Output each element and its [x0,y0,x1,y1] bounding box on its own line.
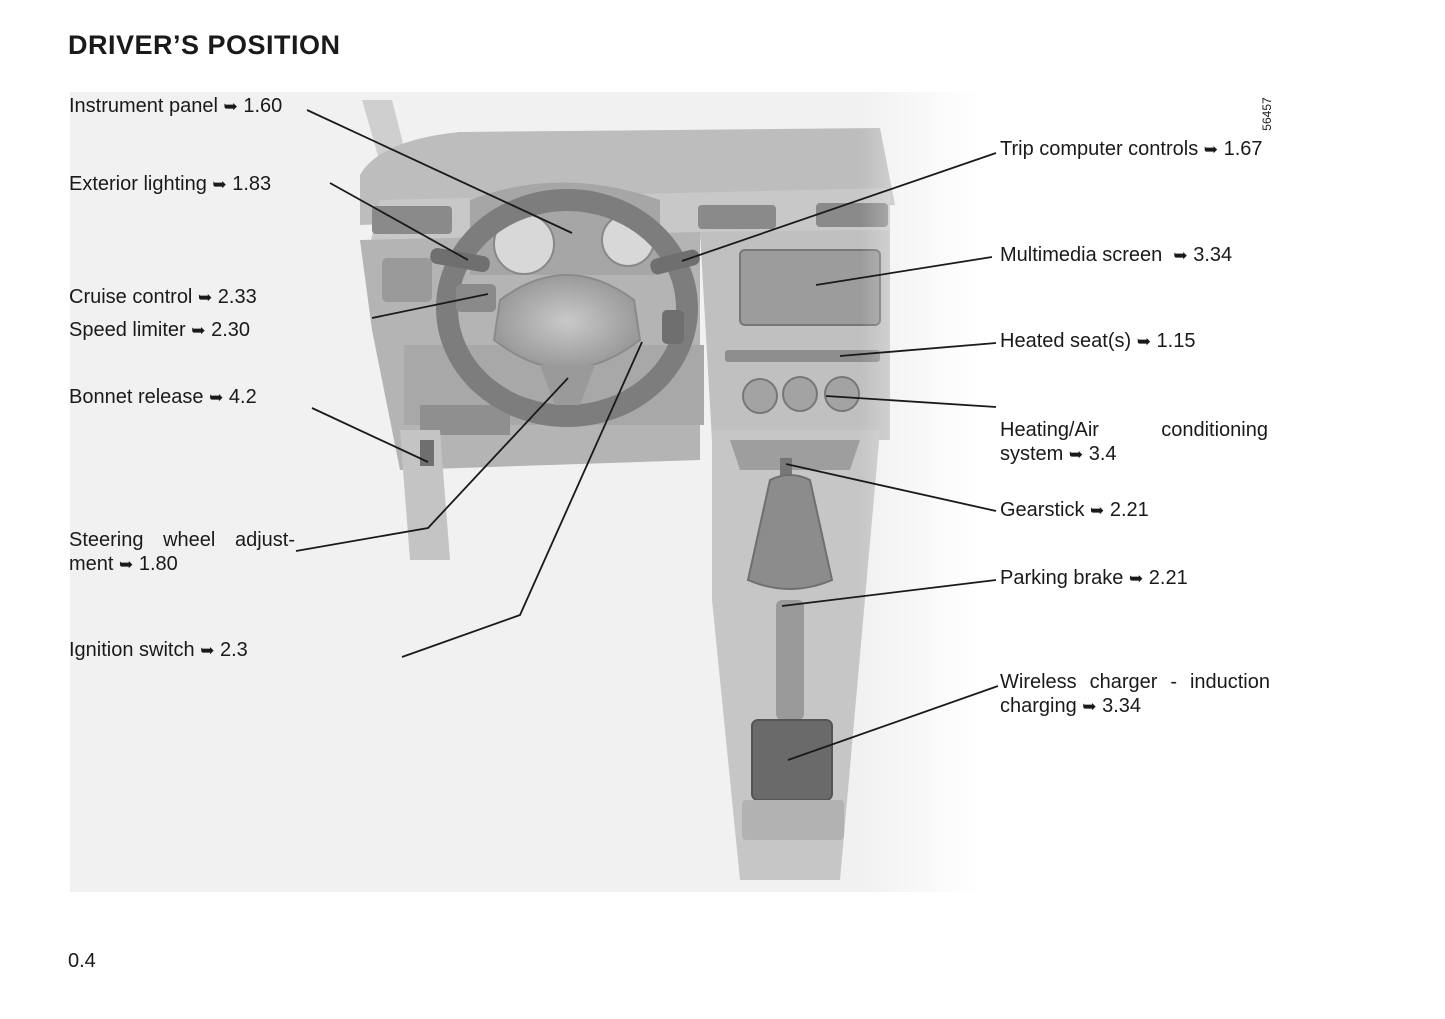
label-heating-air-conditioning: Heating/Air conditioning system ➥ 3.4 [1000,419,1268,465]
label-wireless-charger: Wireless charger - induction charging ➥ … [1000,671,1270,717]
left-stalk-icon [430,248,490,272]
arrow-icon: ➥ [223,97,238,116]
label-cruise-control: Cruise control ➥ 2.33 [69,286,257,308]
label-speed-limiter: Speed limiter ➥ 2.30 [69,319,251,341]
arrow-icon: ➥ [1128,569,1144,588]
label-multimedia-screen: Multimedia screen ➥ 3.34 [1000,244,1233,266]
page-title: DRIVER’S POSITION [68,30,341,60]
wireless-charger-icon [751,719,833,801]
arrow-icon: ➥ [212,175,227,194]
arrow-icon: ➥ [1082,697,1097,716]
arrow-icon: ➥ [1136,332,1151,351]
left-vent-icon [372,206,452,234]
arrow-icon: ➥ [197,288,213,307]
label-exterior-lighting: Exterior lighting ➥ 1.83 [69,173,272,195]
climate-knob-right-icon [824,376,860,412]
label-parking-brake: Parking brake ➥ 2.21 [1000,567,1188,589]
arrow-icon: ➥ [191,321,206,340]
page-number: 0.4 [68,950,96,972]
multimedia-screen-icon [739,249,881,326]
label-bonnet-release: Bonnet release ➥ 4.2 [69,386,257,408]
arrow-icon: ➥ [1173,246,1188,265]
arrow-icon: ➥ [209,388,224,407]
center-vent-icon [698,205,776,229]
light-switch-icon [382,258,432,302]
arrow-icon: ➥ [1068,445,1084,464]
label-steering-wheel-adjustment: Steering wheel adjust-ment ➥ 1.80 [69,529,295,575]
speed-lever-icon [662,310,684,344]
label-heated-seats: Heated seat(s) ➥ 1.15 [1000,330,1196,352]
climate-knob-left-icon [742,378,778,414]
label-ignition-switch: Ignition switch ➥ 2.3 [69,639,248,661]
arrow-icon: ➥ [200,641,215,660]
label-gearstick: Gearstick ➥ 2.21 [1000,499,1149,521]
leader-lines [295,109,999,761]
figure-code: 56457 [1260,97,1274,131]
label-trip-computer-controls: Trip computer controls ➥ 1.67 [1000,138,1263,160]
parking-brake-icon [776,600,804,720]
steering-wheel-icon [436,189,698,427]
climate-knob-middle-icon [782,376,818,412]
right-stalk-icon [650,249,700,275]
heated-seat-buttons-icon [725,350,880,362]
label-instrument-panel: Instrument panel ➥ 1.60 [69,95,283,117]
arrow-icon: ➥ [1203,140,1219,159]
arrow-icon: ➥ [1090,501,1105,520]
arrow-icon: ➥ [119,555,134,574]
